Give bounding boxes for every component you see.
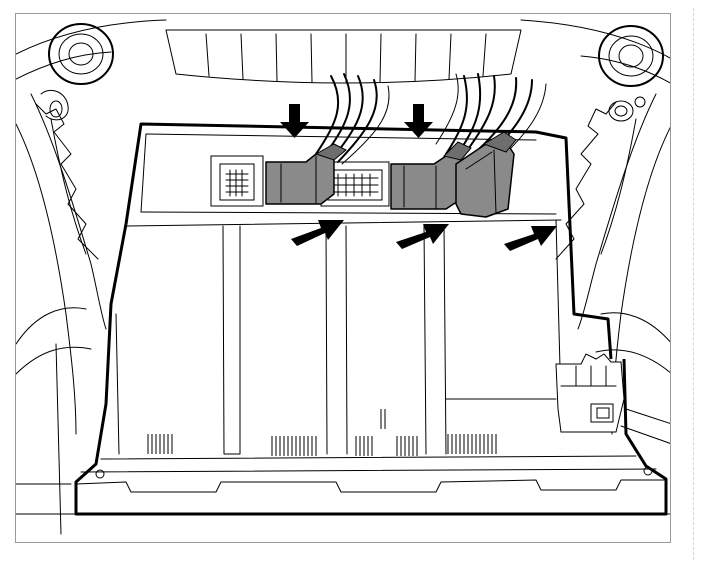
control-module [74, 122, 668, 516]
diagonal-arrow-icon [504, 226, 557, 251]
side-bracket [555, 353, 625, 433]
module-upper-outline [124, 122, 613, 360]
diagonal-arrow-icon [396, 224, 449, 249]
mount-hole-right [643, 466, 653, 476]
connector-plug-1 [265, 143, 347, 205]
connector-plug-2 [390, 141, 472, 210]
connector-plug-3 [455, 131, 517, 218]
left-round-vent [48, 23, 114, 85]
page-edge-rule [693, 8, 694, 560]
module-connector-illustration [16, 19, 670, 535]
down-arrow-icon [280, 104, 309, 138]
dashboard-background [16, 19, 670, 535]
mount-hole-left [95, 469, 105, 479]
down-arrow-icon [404, 104, 433, 138]
module-front-outline [74, 223, 668, 516]
diagram-frame [15, 13, 671, 543]
diagonal-arrow-icon [291, 220, 344, 246]
vent-slots [147, 409, 497, 456]
right-round-vent [598, 25, 664, 87]
connector-socket-left [210, 155, 264, 207]
